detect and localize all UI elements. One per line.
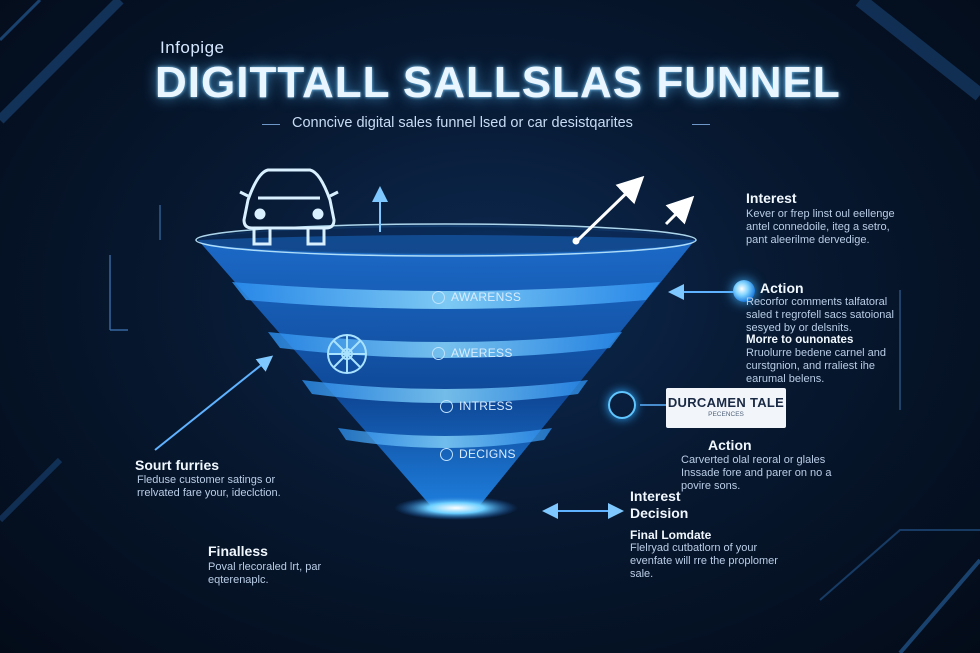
note-line: curstgnion, and rraliest ihe — [746, 360, 876, 372]
funnel-bottom-glow — [394, 496, 518, 520]
badge-icon — [608, 391, 636, 419]
final-lomdate-title: Final Lomdate — [630, 528, 712, 542]
funnel-stage-4: DECIGNS — [440, 447, 516, 461]
funnel-stage-2: AWERESS — [432, 346, 513, 360]
note-line: earumal belens. — [746, 373, 825, 385]
note-line: sesyed by or delsnits. — [746, 322, 852, 334]
sourt-body: Fleduse customer satings or rrelvated fa… — [137, 474, 297, 500]
interest-top-title: Interest — [746, 190, 797, 206]
subtitle-rule-right — [692, 124, 710, 125]
note-line: povire sons. — [681, 480, 741, 492]
wheel-icon — [327, 334, 367, 374]
page-title: DIGITTALL SALLSLAS FUNNEL — [155, 58, 841, 107]
interest-top-body: Kever or frep linst oul eellenge antel c… — [746, 208, 906, 247]
funnel-stage-label: INTRESS — [459, 399, 514, 413]
action-dot-icon — [733, 280, 755, 302]
note-line: Kever or frep linst oul eellenge — [746, 208, 895, 220]
note-line: antel connedoile, iteg a setro, — [746, 221, 890, 233]
final-lomdate-body: Flelryad cutbatlorn of your evenfate wil… — [630, 542, 790, 581]
eyebrow-label: Infopige — [160, 38, 225, 57]
small-up-arrow — [664, 195, 695, 226]
interest-title: Interest — [630, 488, 681, 504]
more-title: Morre to ounonates — [746, 334, 854, 346]
note-line: Poval rlecoraled lrt, par — [208, 561, 322, 573]
car-icon — [239, 168, 339, 246]
sourt-arrow — [154, 355, 274, 451]
subtitle-rule-left — [262, 124, 280, 125]
funnel-band-4 — [338, 428, 552, 448]
funnel-stage-1: AWARENSS — [432, 290, 521, 304]
funnel-band-3 — [302, 380, 588, 403]
action-mid-body: Carverted olal reoral or glales Inssade … — [681, 454, 841, 493]
note-line: Carverted olal reoral or glales — [681, 454, 826, 466]
note-line: pant aleerilme dervedige. — [746, 234, 870, 246]
people-icon — [432, 290, 445, 304]
action-top-body: Recorfor comments talfatoral saled t reg… — [746, 296, 906, 335]
sourt-title: Sourt furries — [135, 457, 220, 473]
chart-icon — [440, 399, 453, 413]
funnel-band-1 — [232, 282, 660, 309]
eye-icon — [432, 346, 445, 360]
note-line: Rruolurre bedene carnel and — [746, 347, 887, 359]
note-line: Inssade fore and parer on no a — [681, 467, 832, 479]
action-mid-title: Action — [708, 437, 752, 453]
badge-title: DURCAMEN TALE — [667, 395, 785, 410]
badge-subtitle: PECENCES — [708, 411, 744, 418]
note-line: saled t regrofell sacs satoional — [746, 309, 894, 321]
funnel-body — [198, 235, 695, 509]
funnel-stage-3: INTRESS — [440, 399, 513, 413]
finalless-body: Poval rlecoraled lrt, par eqterenaplc. — [208, 561, 368, 587]
note-line: Flelryad cutbatlorn of your — [630, 542, 758, 554]
subtitle: Conncive digital sales funnel lsed or ca… — [292, 115, 633, 131]
action-top-title: Action — [760, 280, 804, 296]
decision-badge: DURCAMEN TALE PECENCES — [666, 388, 786, 428]
funnel-stage-label: AWARENSS — [451, 290, 522, 304]
note-line: Recorfor comments talfatoral — [746, 296, 888, 308]
note-line: evenfate will rre the proplomer — [630, 555, 778, 567]
funnel-stage-label: DECIGNS — [459, 447, 516, 461]
more-body: Rruolurre bedene carnel and curstgnion, … — [746, 347, 906, 386]
handshake-icon — [440, 447, 453, 461]
note-line: sale. — [630, 568, 654, 580]
note-line: rrelvated fare your, ideclction. — [137, 487, 281, 499]
funnel-band-2 — [268, 332, 622, 358]
funnel-stage-label: AWERESS — [451, 346, 513, 360]
note-line: Fleduse customer satings or — [137, 474, 276, 486]
finalless-title: Finalless — [208, 543, 268, 559]
decision-title: Decision — [630, 505, 689, 521]
growth-arrow — [576, 175, 645, 242]
note-line: eqterenaplc. — [208, 574, 269, 586]
